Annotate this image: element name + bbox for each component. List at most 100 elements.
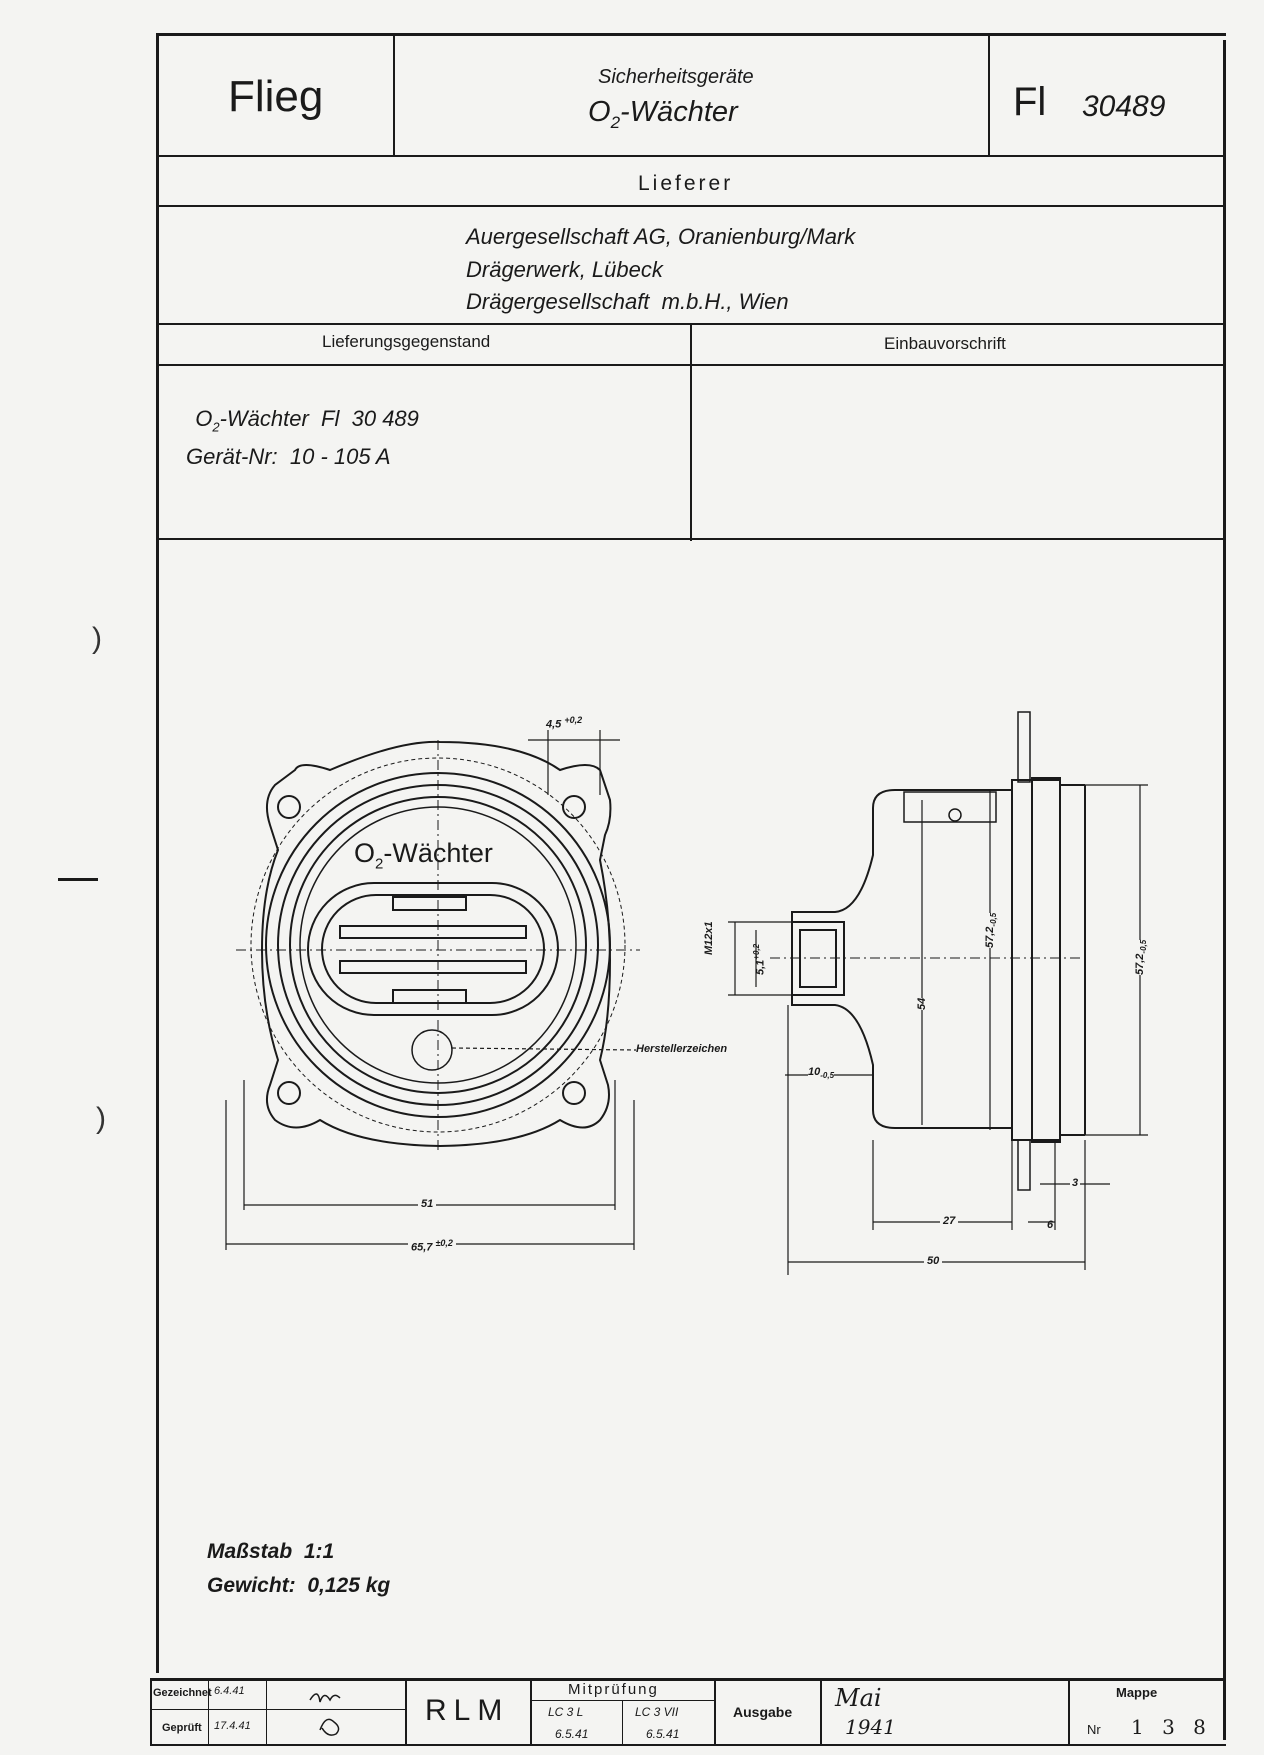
side-mount-plate-bot xyxy=(1017,1139,1031,1191)
front-ring-1 xyxy=(265,772,611,1118)
front-ring-3 xyxy=(289,796,587,1094)
dim-flange-dia-2-value: 57,2 xyxy=(1134,953,1146,975)
supplier-heading: Lieferer xyxy=(638,172,734,195)
tb-div-2 xyxy=(266,1678,267,1746)
header-left-label: Flieg xyxy=(228,72,324,121)
tb-left xyxy=(150,1678,152,1746)
tb-org: RLM xyxy=(425,1694,510,1727)
frame-right xyxy=(1223,40,1226,1740)
device-label-prefix: O xyxy=(354,838,376,868)
slot-3 xyxy=(339,960,527,974)
side-body xyxy=(791,789,1013,1129)
delivery-item-prefix: O xyxy=(195,406,213,431)
side-flange-rim xyxy=(1031,777,1061,1143)
frame-left xyxy=(156,33,159,1673)
header-title: O2-Wächter xyxy=(588,96,738,133)
tb-bottom xyxy=(150,1744,1226,1746)
tb-div-5 xyxy=(714,1678,716,1746)
header-category: Sicherheitsgeräte xyxy=(598,66,754,88)
signature-scribbles xyxy=(309,1693,341,1736)
dim-stub: 10-0,5 xyxy=(808,1066,835,1081)
delivery-item-sub: 2 xyxy=(212,419,220,435)
dim-len-6: 6 xyxy=(1047,1219,1054,1231)
scale-label: Maßstab xyxy=(207,1540,293,1563)
delivery-device-no: Gerät-Nr: 10 - 105 A xyxy=(186,444,391,469)
tb-co-check-label: Mitprüfung xyxy=(568,1681,659,1698)
dim-outer-width-value: 65,7 xyxy=(411,1241,433,1254)
delivery-heading-right: Einbauvorschrift xyxy=(884,334,1006,353)
header-title-suffix: -Wächter xyxy=(620,96,738,128)
tb-div-3 xyxy=(405,1678,407,1746)
dim-thread: M12x1 xyxy=(703,921,715,955)
dim-flange-dia-2-tol: -0,5 xyxy=(1139,939,1149,954)
dim-body-dia: 54 xyxy=(916,997,928,1010)
header-title-sub: 2 xyxy=(610,112,621,132)
scale-value: 1:1 xyxy=(303,1540,335,1563)
dim-stub-value: 10 xyxy=(808,1066,821,1078)
punch-mark-2: ) xyxy=(96,1102,106,1135)
dim-len-3: 3 xyxy=(1070,1177,1081,1189)
tb-checked-date: 17.4.41 xyxy=(214,1720,251,1732)
dim-top-tab-value: 4,5 xyxy=(546,718,562,731)
side-mount-plate-top xyxy=(1017,711,1031,783)
dim-outer-width-tol: ±0,2 xyxy=(435,1238,453,1248)
tb-folder-label: Mappe xyxy=(1116,1685,1158,1700)
dim-top-tab: 4,5 +0,2 xyxy=(546,715,582,731)
side-flange xyxy=(1011,779,1061,1141)
dim-flange-dia-1-value: 57,2 xyxy=(984,926,996,948)
tb-drawn-date: 6.4.41 xyxy=(214,1685,245,1697)
supplier-line-1: Auergesellschaft AG, Oranienburg/Mark xyxy=(466,224,856,249)
tb-folder-no-label: Nr xyxy=(1087,1722,1101,1737)
delivery-bottom xyxy=(156,538,1226,540)
tb-co-check-2b: 6.5.41 xyxy=(646,1727,680,1741)
tb-folder-no: 1 3 8 xyxy=(1131,1715,1212,1739)
header-fl-number: 30489 xyxy=(1082,90,1166,123)
header-bottom xyxy=(156,155,1226,157)
header-fl-label: Fl xyxy=(1013,80,1047,124)
supplier-heading-bottom xyxy=(156,205,1226,207)
window-outer xyxy=(307,882,559,1016)
maker-mark-label: Herstellerzeichen xyxy=(636,1043,728,1055)
tb-div-6 xyxy=(820,1678,822,1746)
delivery-item: O2-Wächter Fl 30 489 xyxy=(183,380,419,434)
supplier-line-3: Drägergesellschaft m.b.H., Wien xyxy=(466,289,789,314)
tb-check-div xyxy=(622,1700,623,1744)
scale-line: Maßstab 1:1 xyxy=(207,1540,334,1564)
slot-2 xyxy=(339,925,527,939)
weight-line: Gewicht: 0,125 kg xyxy=(207,1574,390,1598)
window-inner xyxy=(321,894,545,1004)
tb-checked-label: Geprüft xyxy=(162,1722,202,1734)
delivery-item-suffix: -Wächter Fl 30 489 xyxy=(219,406,419,431)
header-div-1 xyxy=(393,33,395,157)
tb-issue-year: 1941 xyxy=(845,1715,896,1739)
weight-value: 0,125 kg xyxy=(307,1574,391,1597)
maker-mark-circle xyxy=(411,1029,453,1071)
hole-br xyxy=(562,1081,586,1105)
hole-bl xyxy=(277,1081,301,1105)
weight-label: Gewicht: xyxy=(207,1574,296,1597)
tb-co-check-2a: LC 3 VII xyxy=(635,1705,679,1719)
tb-co-check-1b: 6.5.41 xyxy=(555,1727,589,1741)
side-top-slot xyxy=(903,791,997,823)
slot-4 xyxy=(392,989,467,1004)
tb-div-7 xyxy=(1068,1678,1070,1746)
punch-mark-1: ) xyxy=(92,622,102,655)
device-label-suffix: -Wächter xyxy=(383,838,493,868)
delivery-mid xyxy=(690,323,692,541)
front-flange-outline xyxy=(260,740,612,1148)
tb-drawn-label: Gezeichnet xyxy=(153,1687,212,1699)
tb-top xyxy=(150,1678,1226,1681)
dim-len-50: 50 xyxy=(924,1255,943,1267)
dim-bore-tol: +0,2 xyxy=(752,943,761,960)
dim-bore: 5,1+0,2 xyxy=(752,944,767,975)
dim-bore-value: 5,1 xyxy=(754,959,767,975)
dim-flange-dia-1: 57,2-0,5 xyxy=(984,912,999,948)
frame-top xyxy=(156,33,1226,36)
header-title-prefix: O xyxy=(588,96,611,128)
dim-len-27: 27 xyxy=(940,1215,959,1227)
dim-stub-tol: -0,5 xyxy=(820,1071,835,1081)
supplier-line-2: Drägerwerk, Lübeck xyxy=(466,257,663,282)
hole-tr xyxy=(562,795,586,819)
dim-top-tab-tol: +0,2 xyxy=(564,715,583,725)
